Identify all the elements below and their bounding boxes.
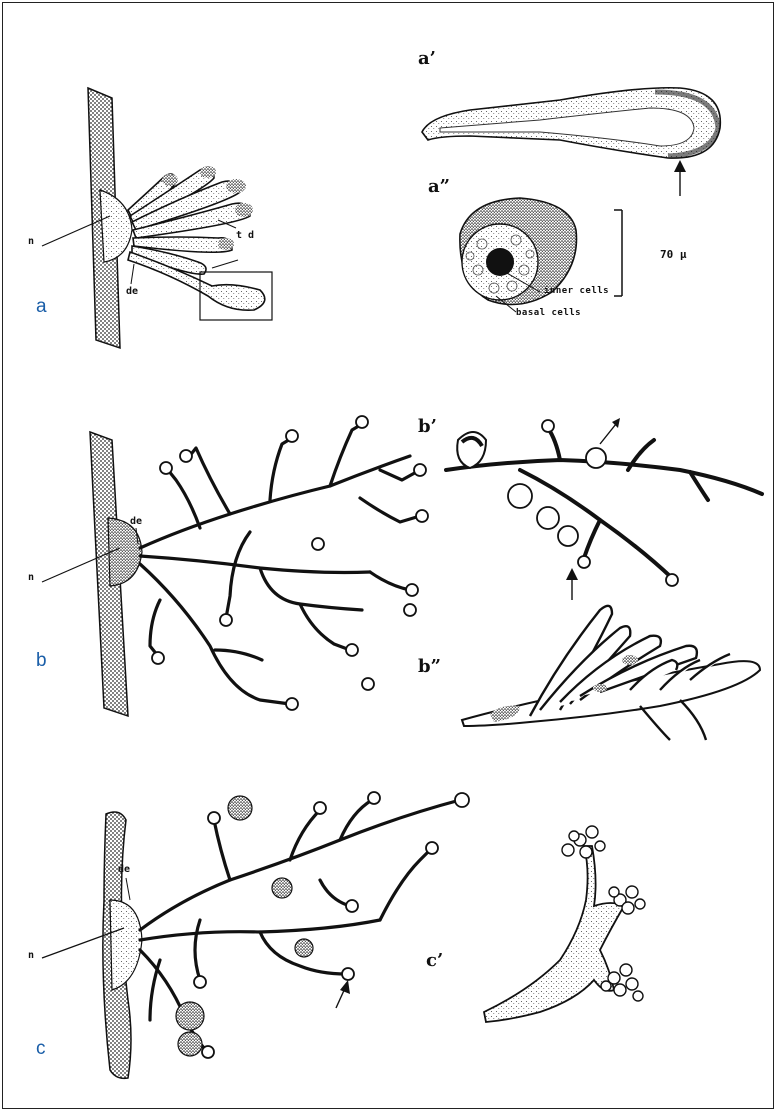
panel-c-de-label: de [118,864,130,875]
panel-b-label: b [36,650,47,672]
panel-a-nipple [100,190,132,262]
panel-c-drawing [42,792,469,1078]
panel-b-de-label: de [130,516,142,527]
panel-a-drawing [42,88,272,348]
panel-b-double-prime-label: b” [418,656,441,677]
panel-c-prime-label: c’ [426,950,443,971]
basal-cells-label: basal cells [516,308,581,318]
panel-b-prime-label: b’ [418,416,437,437]
panel-a-label: a [36,296,47,318]
panel-a-prime-drawing [422,88,720,196]
panel-c-label: c [36,1038,46,1060]
panel-a-de-label: de [126,286,138,297]
scale-bar-label: 70 µ [660,248,687,261]
panel-c-prime-drawing [484,826,645,1022]
panel-b-n-label: n [28,572,34,583]
panel-a-n-label: n [28,236,34,247]
panel-a-prime-label: a’ [418,48,436,69]
panel-b-drawing [42,416,428,716]
inner-cells-label: inner cells [544,286,609,296]
panel-c-n-label: n [28,950,34,961]
panel-b-double-prime-drawing [462,606,760,740]
panel-a-td-label: t d [236,230,254,241]
panel-a-double-prime-label: a” [428,176,450,197]
panel-b-prime-drawing [446,418,762,600]
